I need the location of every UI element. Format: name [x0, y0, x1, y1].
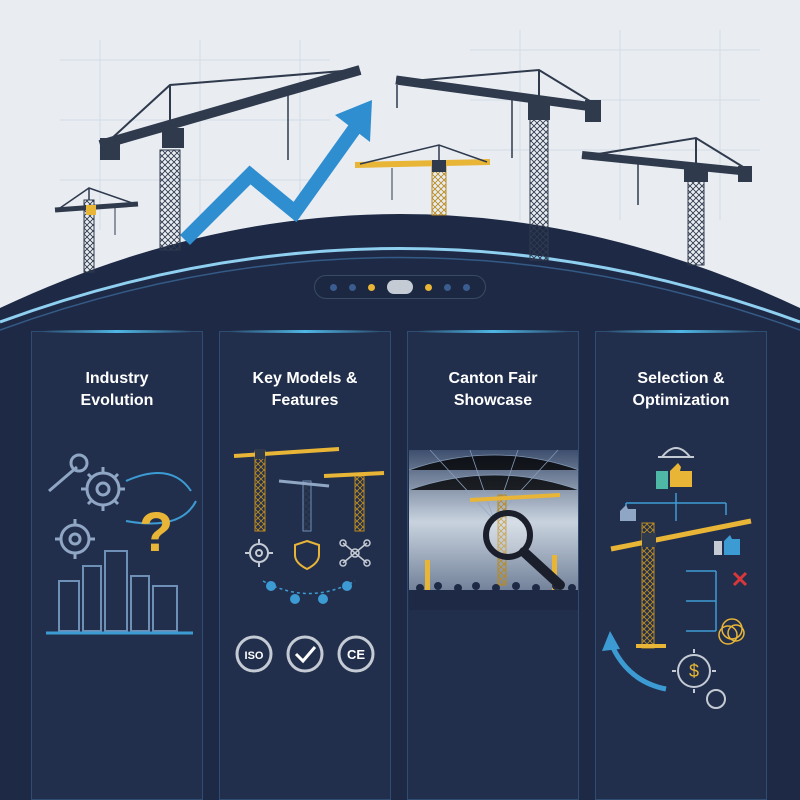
tower-crane-icon	[323, 471, 385, 532]
card-title: Selection & Optimization	[596, 368, 766, 412]
industry-evolution-art: ?	[46, 453, 197, 635]
tower-crane-icon	[610, 518, 752, 649]
tower-crane-icon	[233, 447, 340, 532]
thumbs-up-icon	[656, 463, 692, 489]
svg-text:$: $	[689, 661, 699, 681]
card-title-line: Canton Fair	[448, 370, 538, 387]
svg-text:ISO: ISO	[245, 650, 264, 662]
tower-crane-icon	[54, 187, 139, 273]
carousel-dot[interactable]	[349, 283, 356, 291]
tower-crane-icon	[354, 144, 491, 216]
hard-hat-icon	[658, 447, 694, 458]
magnifier-icon	[483, 510, 565, 590]
shield-icon	[294, 539, 320, 571]
card-title-line: Key Models &	[252, 370, 358, 387]
card-selection-optimization[interactable]: Selection & Optimization	[595, 330, 767, 800]
ce-badge: CE	[337, 635, 375, 673]
tower-crane-icon	[469, 493, 561, 586]
card-title-line: Showcase	[453, 392, 533, 409]
card-title-line: Industry	[85, 370, 149, 387]
carousel-dot[interactable]	[368, 283, 375, 291]
thumbs-up-icon	[620, 505, 636, 521]
selection-art: $	[602, 447, 752, 709]
card-panel	[31, 331, 203, 800]
gear-icon	[81, 467, 125, 511]
svg-text:CE: CE	[347, 647, 365, 662]
card-key-models-features[interactable]: Key Models & Features	[219, 330, 391, 800]
card-title-line: Evolution	[80, 392, 154, 409]
card-title-line: Optimization	[632, 392, 730, 409]
tangle-icon	[718, 618, 745, 645]
horizon-highlight	[0, 247, 800, 324]
question-mark-icon: ?	[139, 500, 173, 563]
carousel-dot[interactable]	[330, 283, 337, 291]
key-models-art	[233, 447, 385, 604]
city-skyline-icon	[46, 550, 193, 635]
card-industry-evolution[interactable]: Industry Evolution	[31, 330, 203, 800]
tower-crane-icon	[98, 65, 362, 251]
card-title-line: Selection &	[637, 370, 725, 387]
carousel-dot[interactable]	[425, 283, 432, 291]
carousel-dot[interactable]	[444, 283, 451, 291]
tower-crane-icon	[395, 68, 601, 261]
canton-fair-art	[408, 449, 580, 610]
carousel-pagination	[314, 275, 486, 299]
carousel-dot-active[interactable]	[387, 280, 413, 294]
trend-arrow-icon	[180, 100, 372, 245]
network-icon	[339, 539, 371, 567]
card-title: Canton Fair Showcase	[408, 368, 578, 412]
thumbs-up-icon	[714, 535, 740, 555]
tower-crane-icon	[278, 479, 330, 532]
cross-icon	[732, 571, 748, 587]
wrench-icon	[48, 453, 89, 493]
iso-badge: ISO	[235, 635, 273, 673]
tower-crane-icon	[581, 136, 752, 266]
card-panel	[219, 331, 391, 800]
card-title-line: Features	[271, 392, 339, 409]
gear-icon	[245, 539, 273, 567]
carousel-dot[interactable]	[463, 283, 470, 291]
dollar-gear-icon: $	[672, 649, 726, 709]
checkmark-icon	[286, 635, 324, 673]
card-panel	[595, 331, 767, 800]
card-title: Key Models & Features	[220, 368, 390, 412]
card-canton-fair-showcase[interactable]: Canton Fair Showcase	[407, 330, 579, 800]
gear-icon	[55, 519, 95, 559]
card-title: Industry Evolution	[32, 368, 202, 412]
